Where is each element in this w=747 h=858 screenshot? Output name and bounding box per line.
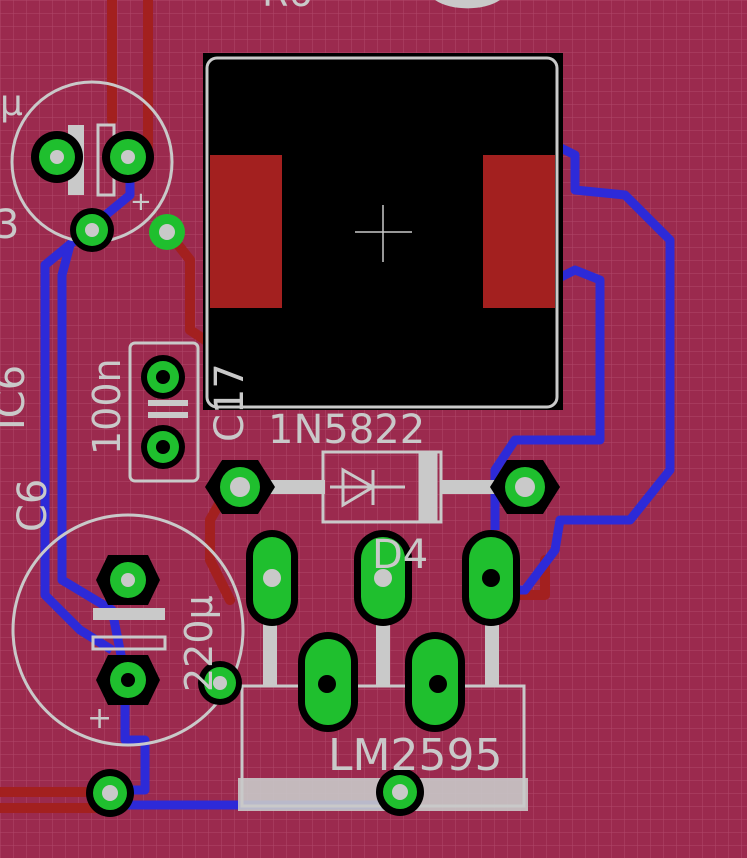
label-c6: C6 bbox=[10, 479, 56, 532]
pad-lm2595-4 bbox=[405, 632, 465, 732]
pad-via-2 bbox=[149, 214, 185, 250]
pad-via-4 bbox=[86, 769, 134, 817]
label-left-digit: 3 bbox=[0, 202, 19, 248]
pad-via-3 bbox=[198, 661, 242, 705]
pad-d4-2 bbox=[490, 460, 560, 514]
inductor-outline bbox=[205, 56, 559, 409]
label-cap-top-value: µ bbox=[0, 83, 23, 124]
pad-via-1 bbox=[70, 208, 114, 252]
inductor-origin-cross bbox=[355, 205, 412, 262]
label-plus-bottom: + bbox=[87, 701, 112, 736]
label-d4: D4 bbox=[372, 532, 428, 578]
inductor-pad-right[interactable] bbox=[483, 155, 555, 308]
pad-d4-1 bbox=[205, 460, 275, 514]
pad-220u-2 bbox=[96, 655, 160, 705]
pad-c-top-2 bbox=[102, 131, 154, 183]
pad-lm2595-1 bbox=[246, 530, 298, 626]
pad-220u-1 bbox=[96, 555, 160, 605]
label-100n: 100n bbox=[85, 358, 129, 455]
pad-100n-1 bbox=[141, 355, 185, 399]
pads[interactable] bbox=[31, 131, 560, 817]
pad-top-partial[interactable] bbox=[435, 0, 500, 9]
pad-lm2595-2 bbox=[298, 632, 358, 732]
label-220u: 220µ bbox=[177, 595, 221, 692]
label-c17: C17 bbox=[207, 363, 253, 442]
diode-symbol bbox=[330, 450, 438, 524]
pad-c-top-1 bbox=[31, 131, 83, 183]
inductor-pad-left[interactable] bbox=[210, 155, 282, 308]
label-plus-top: + bbox=[130, 187, 152, 217]
pad-via-5 bbox=[376, 768, 424, 816]
pad-lm2595-3 bbox=[354, 530, 412, 626]
label-lm2595: LM2595 bbox=[328, 730, 502, 781]
pad-lm2595-5 bbox=[462, 530, 520, 626]
pad-100n-2 bbox=[141, 425, 185, 469]
label-1n5822: 1N5822 bbox=[268, 407, 425, 453]
label-ic6: IC6 bbox=[0, 365, 34, 430]
label-r6-partial: R6 bbox=[262, 0, 313, 15]
